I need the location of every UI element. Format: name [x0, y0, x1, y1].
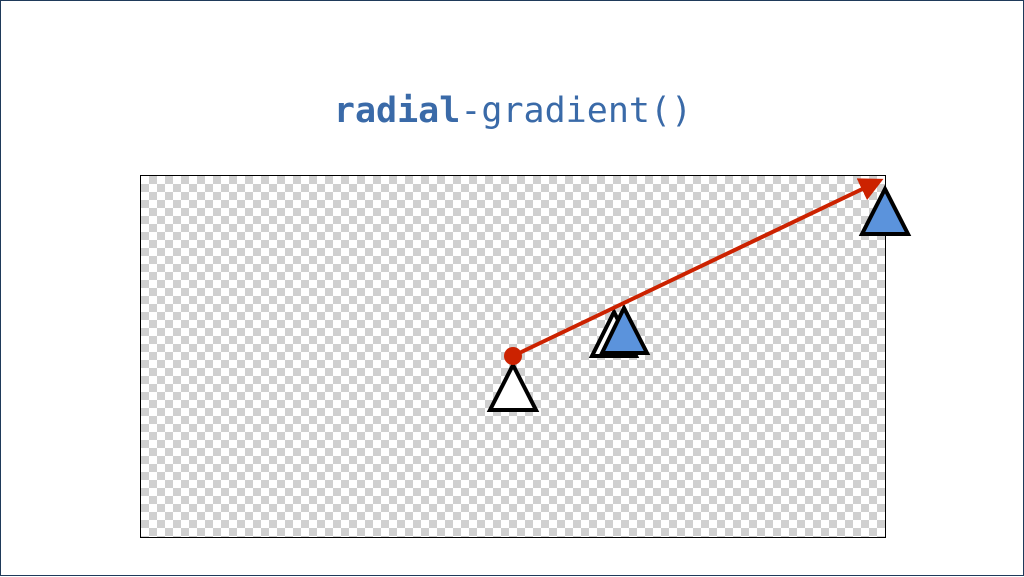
title-function: -gradient(): [460, 91, 693, 131]
origin-point: [504, 347, 522, 365]
slide-title: radial-gradient(): [1, 89, 1024, 133]
end-stop-marker-filled: [858, 184, 912, 236]
gradient-ray-arrow: [511, 178, 884, 358]
center-marker-outline: [486, 360, 540, 412]
title-keyword: radial: [333, 91, 461, 131]
stop-marker-filled: [598, 303, 651, 355]
